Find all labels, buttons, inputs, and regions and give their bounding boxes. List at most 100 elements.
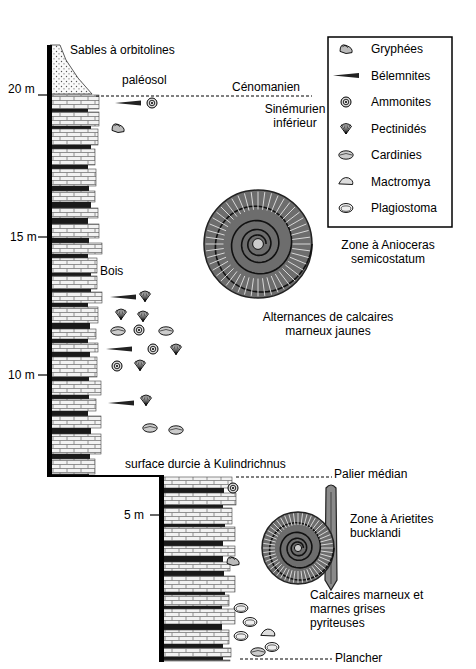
anioceras-ammonite-rib	[290, 257, 306, 264]
anioceras-ammonite-rib	[207, 253, 224, 258]
anioceras-ammonite-rib	[207, 230, 224, 235]
limestone-bed	[162, 508, 232, 524]
anioceras-ammonite-rib	[244, 277, 249, 294]
mactromya-symbol	[339, 178, 353, 185]
arietites-ammonite-rib	[263, 548, 275, 549]
anioceras-ammonite-rib	[263, 192, 265, 210]
pectinid-rib	[121, 310, 123, 320]
legend-entry: Ammonites	[371, 95, 431, 109]
marl-bed	[50, 289, 91, 292]
column-label: Plancher	[335, 651, 382, 665]
pectinid-symbol	[135, 360, 146, 370]
pectinid-rib	[143, 312, 147, 322]
limestone-bed	[162, 648, 231, 657]
marl-bed	[50, 428, 91, 434]
marl-bed	[50, 218, 88, 224]
limestone-bed	[162, 527, 235, 541]
marl-bed	[50, 395, 89, 399]
marl-bed	[50, 254, 88, 258]
column-label: Bois	[100, 264, 123, 278]
pectinid-rib	[145, 292, 149, 302]
anioceras-ammonite-rib	[213, 261, 228, 270]
marl-bed	[162, 571, 224, 576]
arietites-ammonite-rib	[285, 516, 290, 527]
anioceras-ammonite-rib	[279, 202, 290, 216]
plagiostoma-line	[236, 634, 246, 639]
anioceras-ammonite-rib	[271, 276, 278, 292]
marl-bed	[50, 145, 91, 149]
marl-bed	[50, 411, 88, 416]
pectinid-rib	[144, 396, 146, 406]
arietites-ammonite-center	[294, 544, 301, 551]
column-label: 20 m	[8, 82, 35, 96]
anioceras-ammonite-rib	[267, 277, 272, 294]
cardinia-symbol	[159, 327, 173, 335]
limestone-bed	[50, 224, 99, 238]
column-label: Zone à Arietites bucklandi	[350, 512, 460, 540]
pectinid-rib	[145, 292, 147, 302]
marl-bed	[50, 165, 88, 169]
limestone-bed	[50, 149, 95, 165]
limestone-bed	[162, 630, 229, 644]
marl-bed	[50, 202, 91, 208]
arietites-ammonite-rib	[301, 571, 303, 583]
ammonite-symbol	[147, 98, 157, 108]
anioceras-ammonite-rib	[267, 193, 272, 210]
anioceras-ammonite-rib	[206, 244, 224, 245]
ammonite-center	[232, 487, 234, 489]
legend-entry: Mactromya	[371, 175, 430, 189]
plagiostoma-line	[245, 620, 255, 625]
legend-entry: Bélemnites	[371, 69, 430, 83]
marl-bed	[50, 339, 88, 343]
anioceras-ammonite-rib	[271, 196, 278, 212]
limestone-bed	[50, 459, 95, 474]
anioceras-ammonite-whorl	[215, 206, 312, 292]
arietites-ammonite-rib	[307, 569, 312, 580]
anioceras-ammonite-rib	[258, 192, 259, 210]
anioceras-ammonite-rib	[238, 276, 245, 292]
anioceras-ammonite-rib	[206, 249, 224, 251]
arietites-ammonite-rib	[304, 514, 307, 525]
marl-bed	[162, 524, 225, 527]
arietites-ammonite-rib	[321, 551, 333, 553]
column-label: 5 m	[124, 508, 144, 522]
arietites-ammonite	[262, 512, 334, 584]
belemnite-symbol	[108, 401, 134, 406]
limestone-bed	[50, 208, 98, 218]
arietites-ammonite-rib	[301, 513, 303, 525]
anioceras-ammonite-rib	[221, 268, 234, 281]
legend-entry: Cardinies	[371, 148, 422, 162]
pectinid-rib	[141, 312, 143, 322]
pectinid-rib	[119, 310, 121, 320]
pectinid-rib	[146, 396, 150, 406]
marl-bed	[162, 657, 223, 660]
arietites-ammonite-rib	[289, 514, 292, 525]
limestone-bed	[50, 292, 102, 303]
belemnite-symbol	[115, 101, 141, 106]
arietites-ammonite-rib	[320, 539, 331, 542]
anioceras-ammonite-rib	[258, 279, 259, 297]
limestone-bed	[50, 434, 101, 454]
pectinid-symbol	[138, 311, 149, 321]
ammonite-whorl	[114, 363, 120, 369]
plagiostoma-symbol	[243, 618, 257, 627]
cardinia-symbol	[143, 424, 157, 432]
pectinid-rib	[346, 124, 350, 134]
ammonite-center	[152, 348, 154, 350]
cardinia-line	[252, 651, 264, 653]
anioceras-ammonite-rib	[275, 274, 284, 289]
limestone-bed	[50, 169, 96, 186]
anioceras-ammonite-rib	[232, 199, 241, 214]
marl-bed	[162, 541, 223, 546]
cardinia-symbol	[169, 426, 183, 434]
limestone-bed	[50, 343, 98, 352]
cardinia-line	[170, 429, 182, 431]
ammonite-whorl	[136, 327, 142, 333]
anioceras-ammonite-rib	[290, 224, 306, 231]
cardinia-symbol	[251, 648, 265, 656]
plagiostoma-symbol	[339, 204, 353, 213]
marl-bed	[50, 126, 91, 129]
marl-bed	[162, 488, 224, 493]
limestone-bed	[50, 416, 101, 428]
plagiostoma-symbol	[234, 604, 248, 613]
